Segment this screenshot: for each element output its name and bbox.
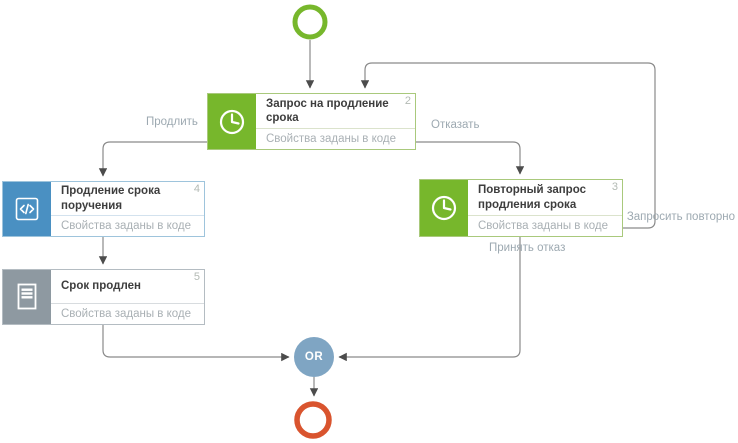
edge-label-refuse[interactable]: Отказать xyxy=(431,119,480,131)
node-request-extension[interactable]: 2 Запрос на продление срока Свойства зад… xyxy=(207,93,416,150)
node-subtitle: Свойства заданы в коде xyxy=(266,133,396,145)
node-subtitle: Свойства заданы в коде xyxy=(478,220,608,232)
clock-icon xyxy=(420,180,468,236)
edge-accept-refusal[interactable] xyxy=(338,237,521,362)
edge-refuse[interactable] xyxy=(416,141,525,175)
start-event[interactable] xyxy=(292,4,328,40)
node-number: 4 xyxy=(193,183,200,195)
or-gateway[interactable]: OR xyxy=(294,337,334,377)
node-extend-term[interactable]: 4 Продление срока поручения Свойства зад… xyxy=(2,181,205,237)
node-number: 5 xyxy=(193,271,200,283)
node-title: Повторный запрос продления срока xyxy=(478,184,586,211)
end-event[interactable] xyxy=(294,401,332,439)
edge-extended-to-or[interactable] xyxy=(102,325,290,362)
node-subtitle: Свойства заданы в коде xyxy=(61,308,191,320)
node-number: 2 xyxy=(404,95,411,107)
node-title: Срок продлен xyxy=(61,280,141,293)
or-gateway-label: OR xyxy=(304,351,324,363)
node-term-extended[interactable]: 5 Срок продлен Свойства заданы в коде xyxy=(2,269,205,325)
node-title: Запрос на продление срока xyxy=(266,97,389,124)
node-repeat-request[interactable]: 3 Повторный запрос продления срока Свойс… xyxy=(419,179,623,237)
edge-request-again[interactable] xyxy=(360,62,656,229)
edge-label-accept-refusal[interactable]: Принять отказ xyxy=(489,242,566,254)
node-title: Продление срока поручения xyxy=(61,185,161,212)
edge-prolong[interactable] xyxy=(98,141,207,177)
code-icon xyxy=(3,182,51,236)
document-icon xyxy=(3,270,51,324)
clock-icon xyxy=(208,94,256,149)
node-number: 3 xyxy=(611,181,618,193)
edge-label-prolong[interactable]: Продлить xyxy=(146,116,198,128)
edge-label-request-again[interactable]: Запросить повторно xyxy=(626,211,735,223)
node-subtitle: Свойства заданы в коде xyxy=(61,220,191,232)
